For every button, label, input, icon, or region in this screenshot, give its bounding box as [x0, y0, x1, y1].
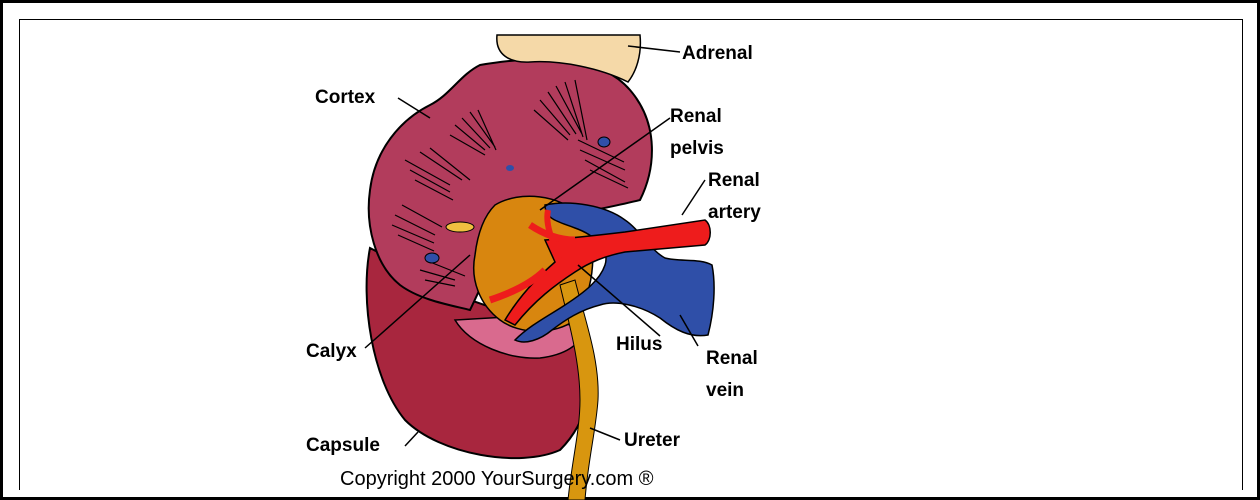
label-hilus: Hilus [616, 334, 662, 355]
vessel-spot-2 [598, 137, 610, 147]
copyright-text: Copyright 2000 YourSurgery.com ® [340, 468, 654, 490]
label-capsule: Capsule [306, 435, 380, 456]
label-ureter: Ureter [624, 430, 681, 451]
calyx-spot [446, 222, 474, 232]
label-renal-pelvis-line2: pelvis [670, 138, 724, 159]
label-cortex: Cortex [315, 87, 376, 108]
label-adrenal: Adrenal [682, 43, 753, 64]
label-renal-vein-line1: Renal [706, 348, 758, 369]
label-calyx: Calyx [306, 341, 357, 362]
label-renal-artery-line1: Renal [708, 170, 760, 191]
vessel-spot-1 [425, 253, 439, 263]
vessel-spot-3 [506, 165, 514, 171]
label-renal-pelvis-line1: Renal [670, 106, 722, 127]
label-renal-vein-line2: vein [706, 380, 744, 401]
label-renal-artery-line2: artery [708, 202, 761, 223]
